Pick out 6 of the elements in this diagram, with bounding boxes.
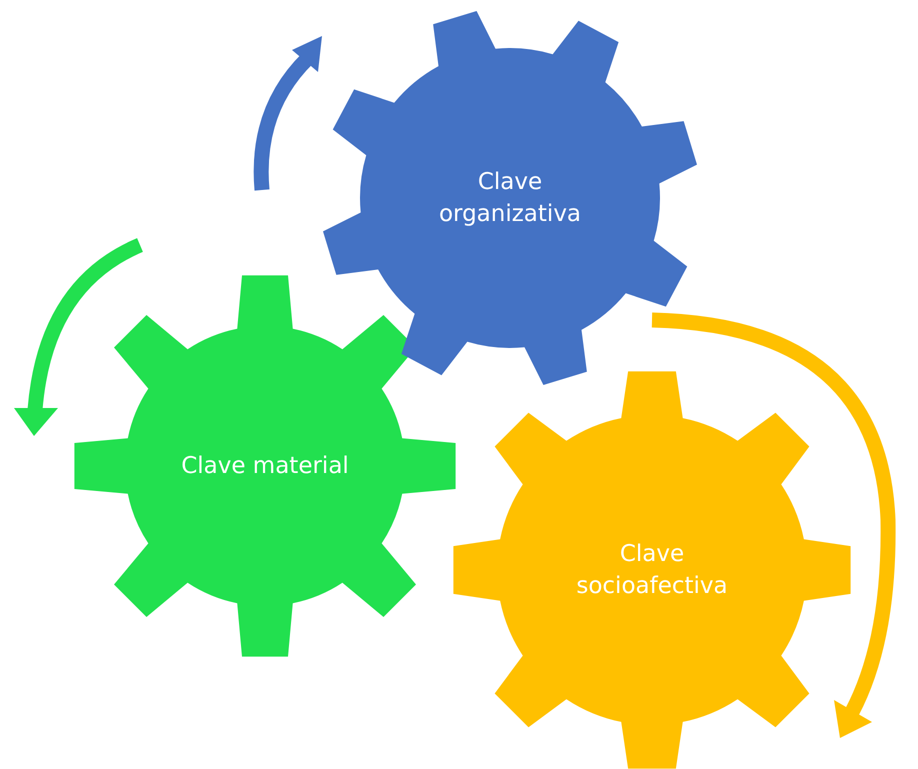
gear — [73, 274, 457, 658]
gear-label: Clave organizativa — [438, 168, 582, 229]
gear-label: Clave socioafectiva — [575, 540, 729, 601]
gear — [320, 8, 700, 388]
gear-label: Clave material — [180, 452, 350, 481]
gear — [452, 370, 852, 769]
